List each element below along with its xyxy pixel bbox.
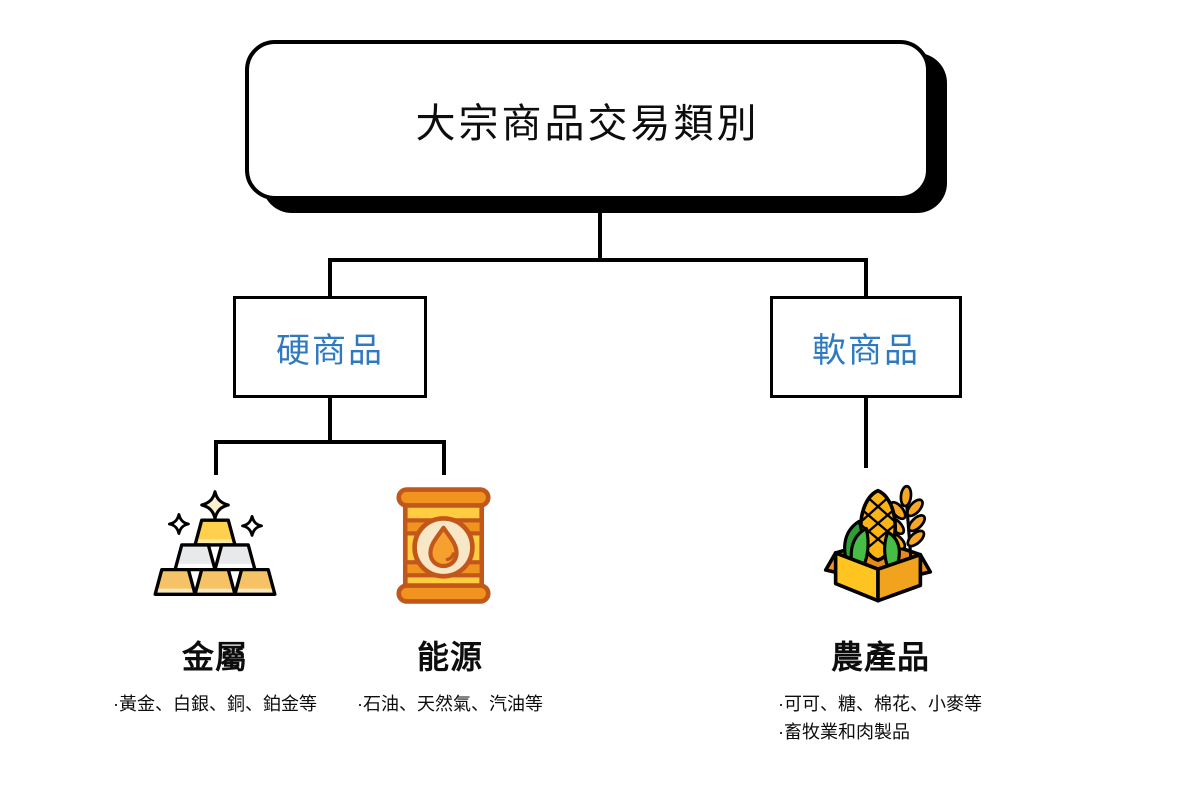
oil-barrel-icon [395,484,492,607]
metals-label-block: 金屬 ·黃金、白銀、銅、鉑金等 [95,632,335,718]
produce-details-line2: ·畜牧業和肉製品 [778,722,910,742]
root-node: 大宗商品交易類別 [245,40,930,200]
energy-details: ·石油、天然氣、汽油等 [357,694,543,714]
energy-heading: 能源 [416,639,483,675]
produce-label-block: 農產品 ·可可、糖、棉花、小麥等 ·畜牧業和肉製品 [758,632,1003,746]
connector-to-energy [442,440,446,475]
connector-level2-crossbar [214,440,446,444]
connector-root-stem [598,200,602,260]
node-hard-commodities: 硬商品 [233,296,427,398]
connector-level1-crossbar [328,258,868,262]
produce-details-line1: ·可可、糖、棉花、小麥等 [778,694,982,714]
diagram-title: 大宗商品交易類別 [415,102,760,146]
hard-commodities-label: 硬商品 [276,331,384,370]
connector-to-soft [864,258,868,298]
gold-bars-icon [153,486,277,600]
connector-hard-stem [328,398,332,442]
metals-details: ·黃金、白銀、銅、鉑金等 [113,694,317,714]
soft-commodities-label: 軟商品 [812,331,920,370]
metals-heading: 金屬 [181,639,248,675]
produce-box-icon [823,483,933,603]
produce-heading: 農產品 [830,639,930,675]
connector-to-metals [214,440,218,475]
connector-to-hard [328,258,332,298]
node-soft-commodities: 軟商品 [770,296,962,398]
energy-label-block: 能源 ·石油、天然氣、汽油等 [325,632,575,718]
connector-to-produce [864,398,868,468]
